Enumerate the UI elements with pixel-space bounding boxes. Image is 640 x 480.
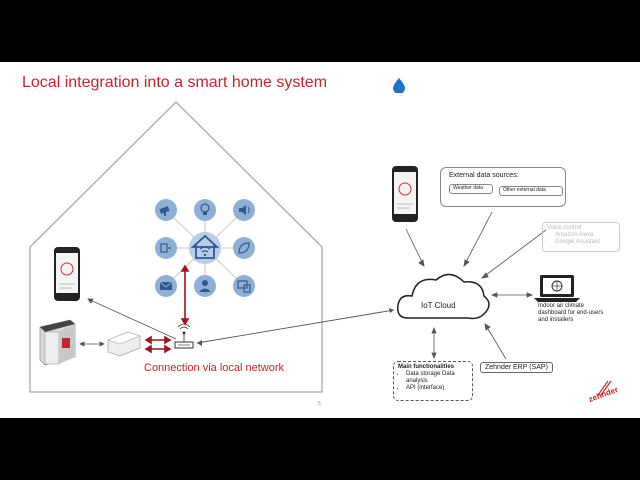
power-socket-icon [155, 237, 177, 259]
main-functionalities-box: Main functionalities Data storage Data a… [393, 361, 473, 401]
router-cloud-link [196, 309, 395, 344]
diagram-canvas [29, 101, 612, 396]
main-functionalities-title: Main functionalities [398, 364, 455, 370]
iot-cloud-label: IoT Cloud [421, 301, 456, 310]
weather-data-box: Weather data [449, 184, 493, 194]
gateway-box-icon [107, 331, 141, 357]
cloud-phone-icon [392, 166, 418, 222]
leaf-icon [233, 237, 255, 259]
page-number: 5 [318, 401, 321, 407]
connection-label: Connection via local network [144, 362, 285, 374]
camera-icon [155, 199, 177, 221]
voice-control-title: Voice control [547, 225, 582, 231]
external-data-sources-box: External data sources: Weather data Othe… [440, 167, 566, 207]
laptop-icon [534, 275, 580, 302]
brand-swoosh [597, 380, 612, 396]
main-func-item-api: API (interface) [406, 385, 468, 392]
main-func-item-storage: Data storage Data analysis [406, 371, 468, 385]
voice-item-google: Google Assistant [555, 239, 615, 246]
devices-icon [233, 275, 255, 297]
router-icon [174, 323, 194, 349]
home-wifi-icon [189, 232, 221, 264]
local-arrows [79, 298, 177, 347]
speaker-icon [233, 199, 255, 221]
ventilation-unit-icon [39, 319, 76, 366]
cloud-arrows [405, 211, 547, 360]
voice-item-alexa: Amazon Alexa [555, 232, 615, 239]
voice-control-box: Voice control Amazon Alexa Google Assist… [542, 222, 620, 252]
mail-icon [155, 275, 177, 297]
external-data-title: External data sources: [449, 172, 519, 179]
slide-title: Local integration into a smart home syst… [22, 74, 328, 91]
water-drop-icon [393, 78, 405, 93]
red-arrows [144, 264, 190, 354]
house-outline [29, 101, 323, 393]
erp-box: Zehnder ERP (SAP) [480, 362, 553, 373]
other-external-data-box: Other external data [499, 186, 563, 196]
bulb-icon [194, 199, 216, 221]
local-phone-icon [54, 247, 80, 301]
dashboard-description: Indoor air climate dashboard for end-use… [538, 303, 604, 324]
user-icon [194, 275, 216, 297]
slide: Local integration into a smart home syst… [0, 62, 640, 418]
iot-cloud-shape [396, 273, 490, 320]
